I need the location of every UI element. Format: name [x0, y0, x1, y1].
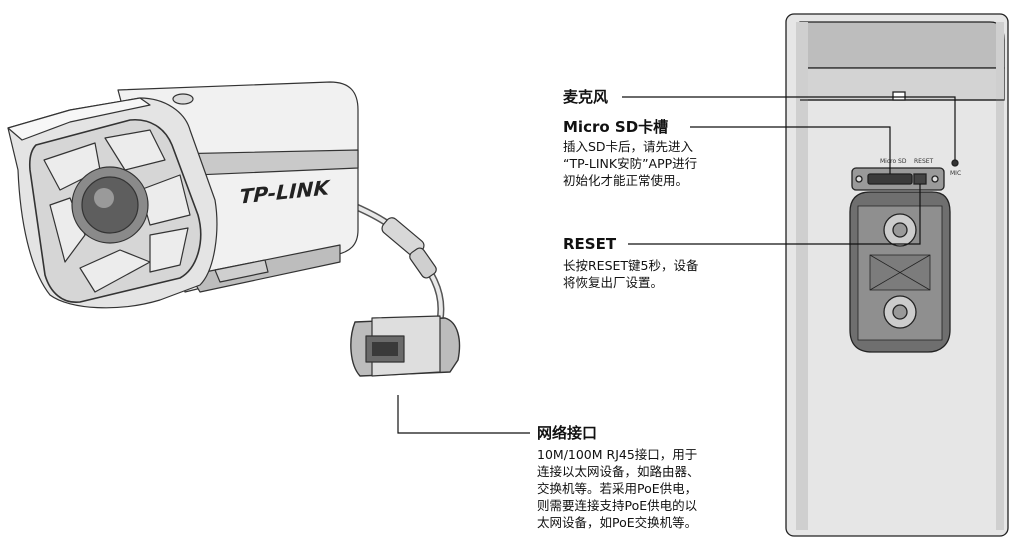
panel-label-mic: MIC	[950, 170, 962, 177]
leader-microphone	[622, 96, 956, 160]
callout-microsd-desc-line-3: 初始化才能正常使用。	[563, 173, 689, 188]
camera-illustration	[7, 81, 461, 377]
callout-network-desc-line-2: 连接以太网设备，如路由器、	[537, 464, 700, 479]
callout-reset-desc-line-1: 长按RESET键5秒，设备	[563, 258, 699, 273]
leader-microsd	[690, 126, 891, 174]
callout-reset-desc-line-2: 将恢复出厂设置。	[563, 275, 664, 290]
rj45-connector	[350, 315, 461, 377]
callout-network-desc-line-1: 10M/100M RJ45接口，用于	[537, 447, 698, 462]
leader-lines	[397, 96, 956, 434]
callout-microsd-desc-line-2: “TP-LINK安防”APP进行	[563, 156, 698, 171]
top-mount-hole	[172, 93, 194, 105]
cable-strain-relief	[381, 217, 437, 279]
microsd-slot	[867, 173, 913, 185]
panel-label-reset: RESET	[914, 158, 934, 165]
callout-microsd-title: Micro SD卡槽	[563, 118, 669, 136]
back-panel-illustration	[785, 13, 1009, 537]
callout-microsd-desc-line-1: 插入SD卡后，请先进入	[563, 139, 694, 154]
callout-network-desc-line-3: 交换机等。若采用PoE供电，	[537, 481, 698, 496]
mic-hole	[951, 159, 959, 167]
leader-network	[397, 395, 530, 434]
callout-network-desc-line-5: 太网设备，如PoE交换机等。	[537, 515, 698, 530]
callout-network-desc-line-4: 则需要连接支持PoE供电的以	[537, 498, 698, 513]
callout-reset-title: RESET	[563, 235, 617, 253]
leader-reset	[628, 184, 921, 245]
panel-label-microsd: Micro SD	[880, 158, 907, 165]
ir-led-panels	[43, 129, 191, 293]
callout-network-title: 网络接口	[537, 424, 598, 442]
callout-microphone-title: 麦克风	[563, 88, 609, 106]
